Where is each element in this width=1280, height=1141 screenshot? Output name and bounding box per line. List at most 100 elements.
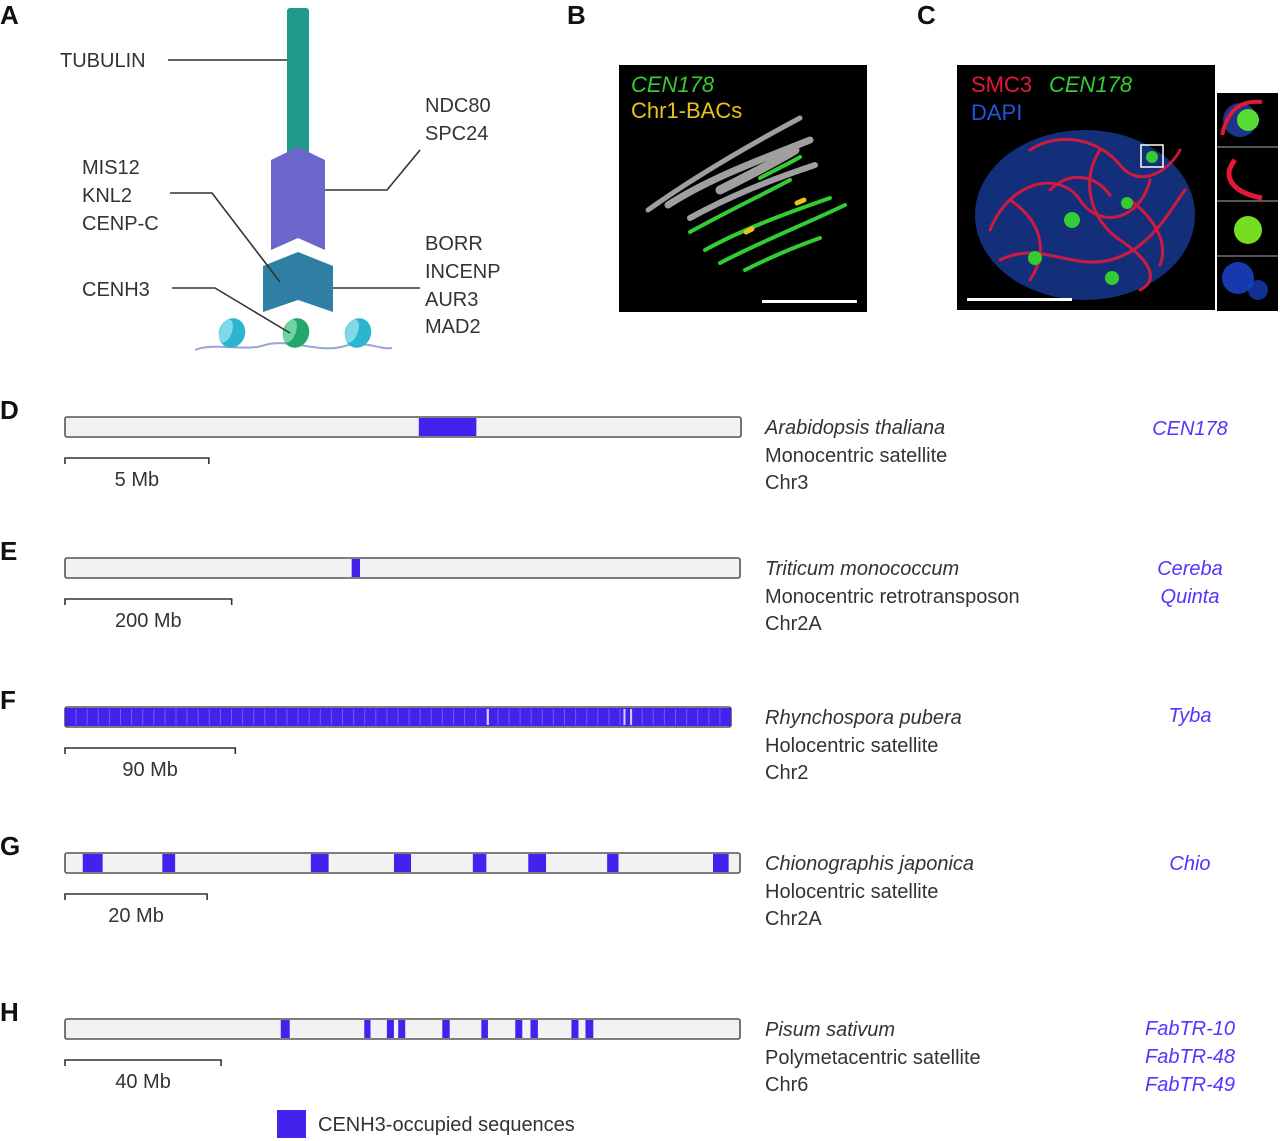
sequence-name: Quinta (1161, 586, 1220, 608)
cenh3-region (515, 1020, 523, 1038)
cenh3-region (418, 418, 477, 436)
scale-bar (64, 747, 237, 754)
centromere-type: Polymetacentric satellite (765, 1047, 981, 1069)
label-cen178-b: CEN178 (631, 72, 715, 97)
species-name: Triticum monococcum (765, 558, 959, 580)
label-cenh3: CENH3 (82, 279, 150, 301)
chromosome-name: Chr2 (765, 762, 808, 784)
legend-swatch (277, 1110, 306, 1138)
cen178-spots-c (1028, 151, 1158, 285)
centromere-type: Holocentric satellite (765, 735, 938, 757)
chromatin-signal-b (645, 115, 818, 221)
inset-strip (1217, 93, 1278, 311)
cenh3-region (442, 1020, 450, 1038)
panel-letter-e: E (0, 536, 17, 566)
scale-bar (64, 598, 233, 605)
sequence-name: FabTR-49 (1145, 1074, 1235, 1096)
chromosome-bar (64, 557, 741, 579)
label-knl2: KNL2 (82, 185, 132, 207)
cenh3-region (162, 854, 176, 872)
label-aur3: AUR3 (425, 289, 478, 311)
leader-cenh3 (172, 287, 291, 334)
cenh3-region (528, 854, 547, 872)
scale-label: 90 Mb (122, 759, 178, 781)
panel-letter-d: D (0, 395, 19, 425)
label-cenp-c: CENP-C (82, 213, 159, 235)
panel-letter-a: A (0, 0, 19, 30)
species-name: Arabidopsis thaliana (764, 417, 945, 439)
chromosome-name: Chr2A (765, 613, 822, 635)
scale-bar-c (967, 298, 1072, 301)
scale-label: 5 Mb (115, 469, 159, 491)
inset-green (1234, 216, 1262, 244)
species-name: Rhynchospora pubera (765, 707, 962, 729)
panel-letter-g: G (0, 831, 20, 861)
panel-a: A TUBULIN NDC80 SPC24 MIS12 K (0, 0, 501, 351)
label-mis12: MIS12 (82, 157, 140, 179)
label-incenp: INCENP (425, 261, 501, 283)
panel-letter-b: B (567, 0, 586, 30)
label-spc24: SPC24 (425, 123, 488, 145)
label-dapi: DAPI (971, 100, 1022, 125)
cenh3-region (310, 854, 329, 872)
scale-bar (64, 1059, 222, 1066)
cenh3-region (481, 1020, 488, 1038)
panel-letter-c: C (917, 0, 936, 30)
inset-box (1140, 144, 1164, 168)
label-cen178-c: CEN178 (1049, 72, 1133, 97)
inset-blue (1222, 262, 1268, 300)
legend: CENH3-occupied sequences (277, 1110, 575, 1138)
cenh3-region (607, 854, 619, 872)
scale-bar (64, 893, 208, 900)
scale-label: 40 Mb (115, 1071, 171, 1093)
chromosome-bar (64, 416, 742, 438)
cenh3-region (393, 854, 412, 872)
sequence-name: FabTR-10 (1145, 1018, 1235, 1040)
label-ndc80: NDC80 (425, 95, 491, 117)
panel-letter-f: F (0, 685, 16, 715)
species-name: Chionographis japonica (765, 853, 974, 875)
label-tubulin: TUBULIN (60, 50, 146, 72)
centromere-type: Monocentric retrotransposon (765, 586, 1020, 608)
sequence-name: FabTR-48 (1145, 1046, 1235, 1068)
kinetochore-shape (263, 252, 333, 312)
ndc80-complex-shape (271, 147, 325, 250)
panel-letter-h: H (0, 997, 19, 1027)
chr1-bac-signal-b (743, 197, 807, 235)
scale-bar (64, 457, 210, 464)
scale-label: 200 Mb (115, 610, 182, 632)
sequence-name: Cereba (1157, 558, 1223, 580)
inset-merge (1220, 99, 1263, 137)
legend-label: CENH3-occupied sequences (318, 1114, 575, 1136)
cenh3-region (530, 1020, 538, 1038)
micrograph-b (619, 65, 867, 312)
cenh3-region (713, 854, 729, 872)
cenh3-region (280, 1020, 290, 1038)
sequence-name: Chio (1169, 853, 1210, 875)
chromosome-name: Chr6 (765, 1074, 808, 1096)
species-name: Pisum sativum (765, 1019, 895, 1041)
nucleosome-right (344, 318, 372, 348)
centromere-type: Holocentric satellite (765, 881, 938, 903)
scale-bar-b (762, 300, 857, 303)
cenh3-region (351, 559, 360, 577)
leader-ndc80 (325, 149, 421, 191)
sequence-name: CEN178 (1152, 418, 1228, 440)
cenh3-region (571, 1020, 579, 1038)
cenh3-region (82, 854, 103, 872)
cen178-signal-b (688, 155, 847, 272)
label-borr: BORR (425, 233, 483, 255)
cenh3-region (472, 854, 487, 872)
nucleosome-cenh3 (282, 318, 310, 348)
cenh3-region (398, 1020, 406, 1038)
cenh3-region (585, 1020, 594, 1038)
tubulin-rod (287, 8, 309, 160)
panel-c: C (917, 0, 1278, 311)
nucleosome-left (218, 318, 246, 348)
leader-mis12 (170, 192, 281, 283)
